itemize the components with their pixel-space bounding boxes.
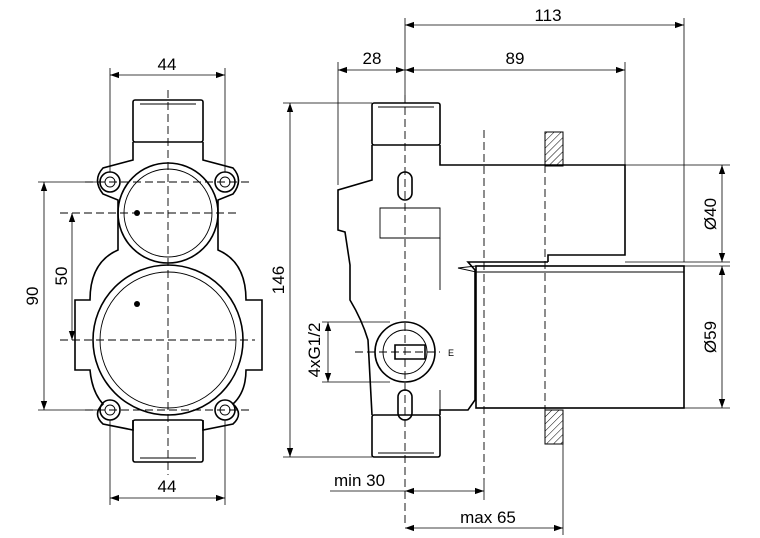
side-top-port xyxy=(371,102,441,146)
mounting-holes xyxy=(99,171,236,421)
large-cylinder xyxy=(475,265,685,409)
dim-total-height: 90 xyxy=(23,287,42,306)
svg-text:E: E xyxy=(448,348,454,358)
front-view: 44 44 90 50 xyxy=(23,55,263,505)
dim-small-diameter: Ø40 xyxy=(701,198,720,230)
dim-height: 146 xyxy=(269,266,288,294)
dim-thread: 4xG1/2 xyxy=(305,323,324,378)
dim-right-depth: 89 xyxy=(506,49,525,68)
dim-left-offset: 28 xyxy=(363,49,382,68)
front-body-outline xyxy=(74,142,263,431)
dim-overall-depth: 113 xyxy=(534,6,561,25)
dim-large-diameter: Ø59 xyxy=(701,321,720,353)
side-body-outline xyxy=(337,145,626,416)
dim-center-distance: 50 xyxy=(52,267,71,286)
dim-bottom-width: 44 xyxy=(158,477,177,496)
dim-max-depth: max 65 xyxy=(460,508,516,527)
wall-section-top xyxy=(544,131,564,167)
wall-section-bottom xyxy=(544,409,564,445)
side-view: E 113 28 89 146 Ø40 xyxy=(269,6,730,535)
dim-top-width: 44 xyxy=(158,55,177,74)
side-bottom-port xyxy=(371,414,441,458)
dim-min-depth: min 30 xyxy=(334,471,385,490)
